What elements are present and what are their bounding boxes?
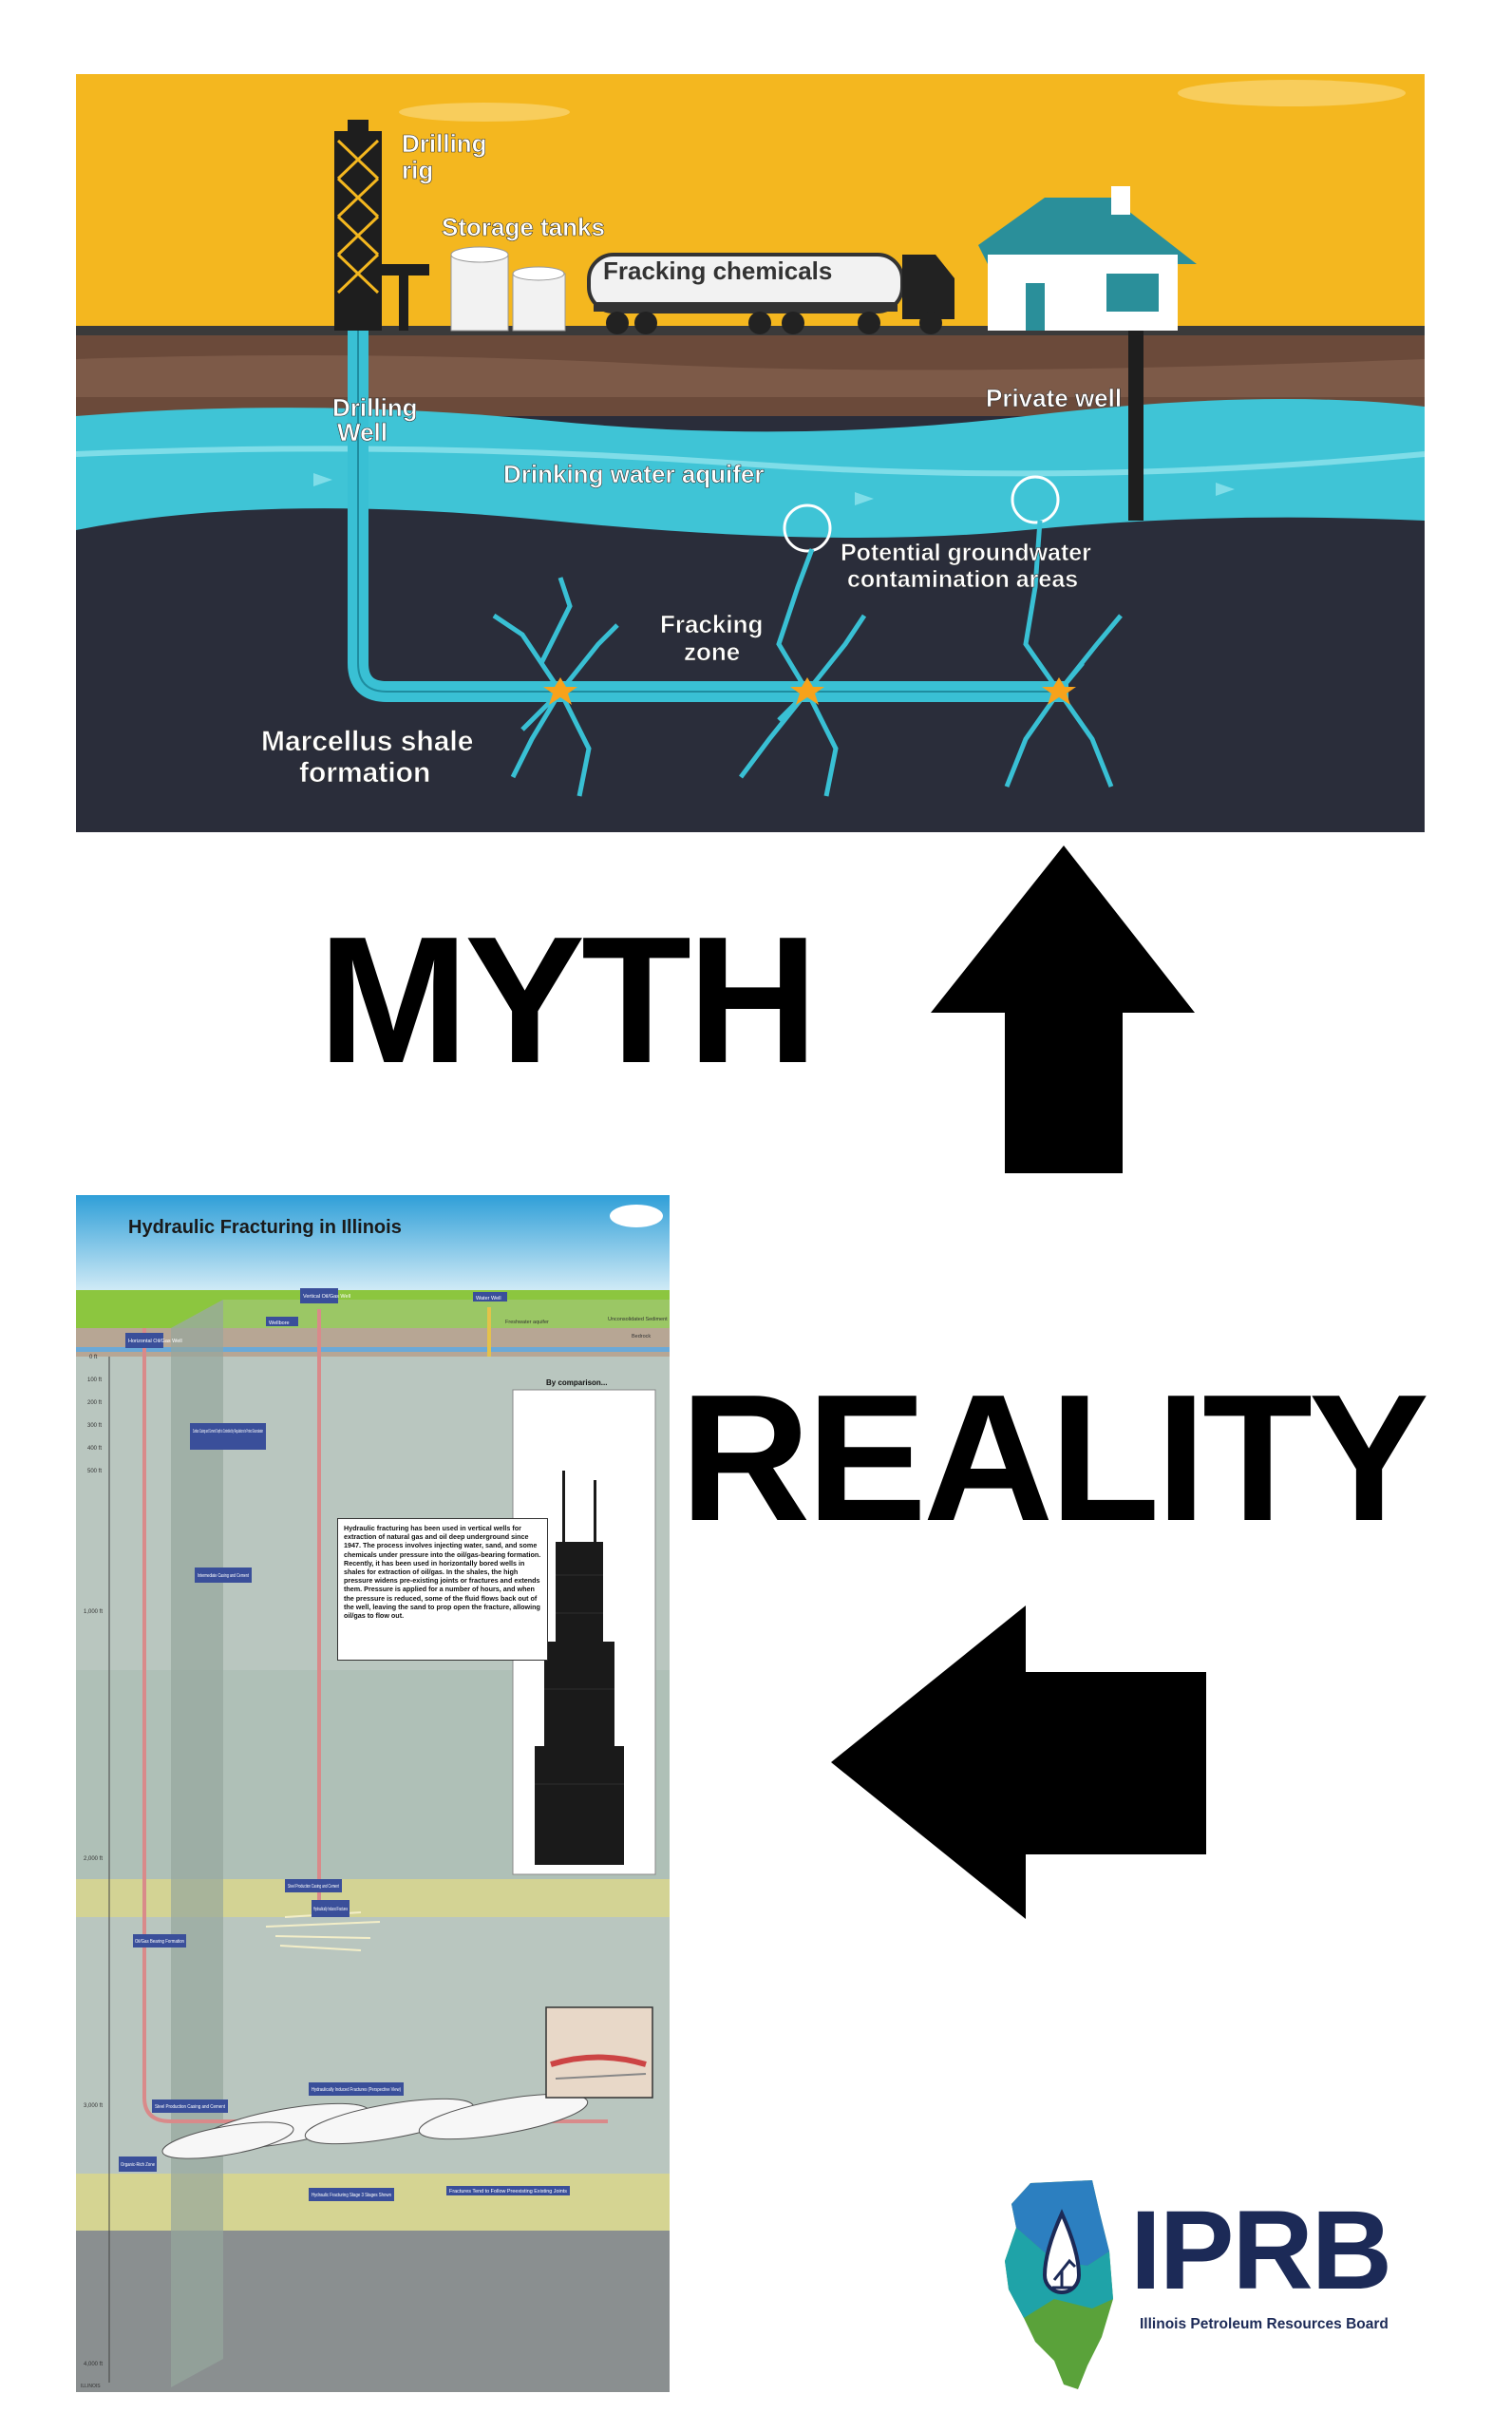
flow-arrows	[313, 473, 1235, 505]
house	[978, 186, 1197, 331]
label-fracking-zone-1: Fracking	[660, 610, 763, 638]
depth-label: 100 ft	[87, 1378, 102, 1383]
annotation-steel-casing-2: Steel Production Casing and Cement	[155, 2104, 226, 2110]
footer-label: ILLINOIS	[81, 2384, 101, 2389]
block-side	[171, 1300, 223, 2387]
depth-label: 2,000 ft	[84, 1856, 103, 1862]
annotation-induced-fractures-2: Hydraulically Induced Fractures (Perspec…	[312, 2087, 401, 2093]
formation-upper	[76, 1879, 670, 1917]
up-arrow-icon	[931, 846, 1195, 1173]
storage-tanks	[450, 246, 566, 332]
depth-label: 200 ft	[87, 1400, 102, 1406]
chemical-truck	[587, 253, 954, 334]
aquifer-flow	[76, 446, 1425, 477]
horizontal-well	[142, 1328, 608, 2123]
annotation-intermediate-casing: Intermediate Casing and Cement	[198, 1573, 249, 1579]
label-contamination-2: contamination areas	[847, 566, 1078, 593]
label-fracking-chemicals: Fracking chemicals	[603, 256, 832, 285]
label-freshwater: Freshwater aquifer	[505, 1320, 549, 1325]
private-well	[1128, 331, 1143, 521]
tag-vertical-well: Vertical Oil/Gas Well	[303, 1294, 350, 1300]
myth-diagram: Drilling rig Storage tanks Drilling Well…	[76, 74, 1425, 832]
label-storage-tanks: Storage tanks	[442, 213, 605, 241]
annotation-induced-fractures-1: Hydraulically Induced Fractures	[313, 1907, 348, 1912]
tag-horizontal-well: Horizontal Oil/Gas Well	[128, 1339, 182, 1344]
label-unconsolidated: Unconsolidated Sediment	[608, 1317, 668, 1322]
illinois-map-icon	[1005, 2180, 1113, 2389]
label-drilling-rig-1: Drilling	[402, 129, 487, 158]
label-bedrock: Bedrock	[632, 1334, 651, 1340]
cloud	[610, 1205, 663, 1227]
logo-name: Illinois Petroleum Resources Board	[1140, 2316, 1389, 2332]
sky	[76, 1195, 670, 1290]
skyscraper-icon	[535, 1471, 624, 1865]
depth-label: 4,000 ft	[84, 2362, 103, 2367]
frack-points	[543, 677, 1076, 705]
cloud	[1178, 80, 1406, 106]
label-drilling-well-2: Well	[337, 418, 387, 446]
contamination-circle	[783, 504, 832, 553]
contamination-circle	[1011, 475, 1060, 524]
cloud	[399, 103, 570, 122]
ground-line	[76, 326, 1425, 335]
annotation-steel-casing-1: Steel Production Casing and Cement	[288, 1884, 339, 1890]
fracture-stages	[161, 2093, 589, 2159]
aquifer-layer	[76, 399, 1425, 538]
label-drilling-rig-2: rig	[402, 156, 433, 184]
reality-word: REALITY	[680, 1358, 1429, 1559]
label-contamination-1: Potential groundwater	[841, 540, 1091, 566]
depth-label: 0 ft	[89, 1355, 98, 1360]
tag-water-well: Water Well	[476, 1296, 501, 1302]
reality-title: Hydraulic Fracturing in Illinois	[128, 1217, 402, 1238]
aquifer-line	[76, 1347, 670, 1352]
annotation-stages: Hydraulic Fracturing Stage 3 Stages Show…	[312, 2193, 391, 2198]
label-drilling-well-1: Drilling	[332, 393, 418, 422]
fractures	[492, 520, 1123, 797]
label-fracking-zone-2: zone	[684, 637, 740, 666]
vertical-fractures	[265, 1911, 381, 1951]
myth-word: MYTH	[318, 900, 818, 1101]
annotation-oil-gas-formation: Oil/Gas Bearing Formation	[135, 1939, 184, 1945]
by-comparison-label: By comparison...	[546, 1378, 607, 1387]
label-private-well: Private well	[986, 384, 1122, 412]
depth-label: 1,000 ft	[84, 1609, 103, 1615]
myth-illustration: Drilling rig Storage tanks Drilling Well…	[76, 74, 1425, 832]
label-aquifer: Drinking water aquifer	[503, 460, 765, 488]
soil-band	[76, 355, 1425, 397]
drilling-rig	[334, 120, 429, 331]
reality-illustration: 0 ft 100 ft 200 ft 300 ft 400 ft 500 ft …	[76, 1195, 670, 2392]
deep-rock	[76, 2231, 670, 2392]
iprb-logo: IPRB Illinois Petroleum Resources Board	[997, 2176, 1434, 2394]
label-shale-1: Marcellus shale	[261, 726, 473, 757]
inset-detail	[545, 2006, 653, 2099]
depth-label: 400 ft	[87, 1446, 102, 1452]
annotation-fractures-follow: Fractures Tend to Follow Preexisting Exi…	[449, 2189, 568, 2194]
label-shale-2: formation	[299, 757, 430, 788]
tag-wellbore: Wellbore	[269, 1320, 290, 1326]
reality-diagram: 0 ft 100 ft 200 ft 300 ft 400 ft 500 ft …	[76, 1195, 670, 2392]
annotation-organic-rich: Organic-Rich Zone	[121, 2162, 155, 2168]
depth-label: 3,000 ft	[84, 2103, 103, 2109]
depth-label: 500 ft	[87, 1469, 102, 1474]
description-box: Hydraulic fracturing has been used in ve…	[337, 1518, 548, 1661]
annotation-surface-casing: Surface Casing and Cement Depth is Contr…	[193, 1429, 263, 1434]
left-arrow-icon	[831, 1606, 1206, 1919]
logo-acronym: IPRB	[1130, 2188, 1392, 2313]
formation-lower	[76, 2174, 670, 2231]
depth-label: 300 ft	[87, 1423, 102, 1429]
